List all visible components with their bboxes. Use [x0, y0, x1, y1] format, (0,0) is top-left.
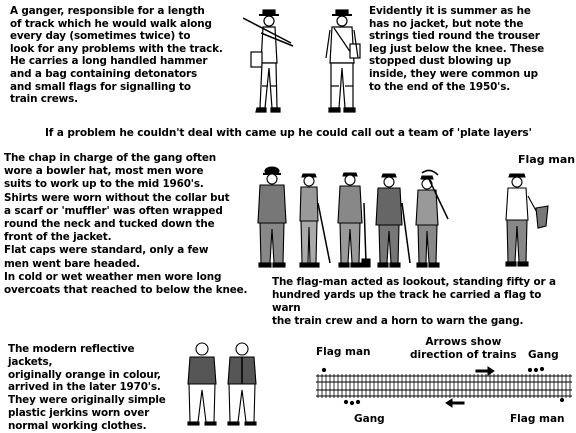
ganger-figure-side	[243, 9, 294, 113]
summer-text: Evidently it is summer as he has no jack…	[369, 5, 545, 93]
plate-layers-text: If a problem he couldn't deal with came …	[45, 127, 532, 139]
diagram-gang-left-label: Gang	[354, 413, 385, 425]
diagram-flag-man-left-label: Flag man	[316, 346, 371, 358]
flagman-description-text: The flag-man acted as lookout, standing …	[272, 276, 556, 327]
diagram-flag-man-right-label: Flag man	[510, 413, 565, 425]
reflective-jacket-figures	[187, 342, 257, 426]
flag-man-label-top: Flag man	[518, 153, 576, 166]
plate-layers-gang-figure	[257, 166, 449, 268]
reflective-jackets-text: The modern reflective jackets, originall…	[8, 343, 166, 432]
ganger-text: A ganger, responsible for a length of tr…	[10, 5, 223, 106]
ganger-figure-back	[325, 9, 361, 113]
gang-text: The chap in charge of the gang often wor…	[4, 152, 248, 297]
diagram-gang-right-label: Gang	[528, 349, 559, 361]
diagram-arrows-label: Arrows show direction of trains	[410, 336, 517, 361]
track-diagram	[316, 366, 572, 408]
flag-man-figure	[505, 173, 549, 267]
